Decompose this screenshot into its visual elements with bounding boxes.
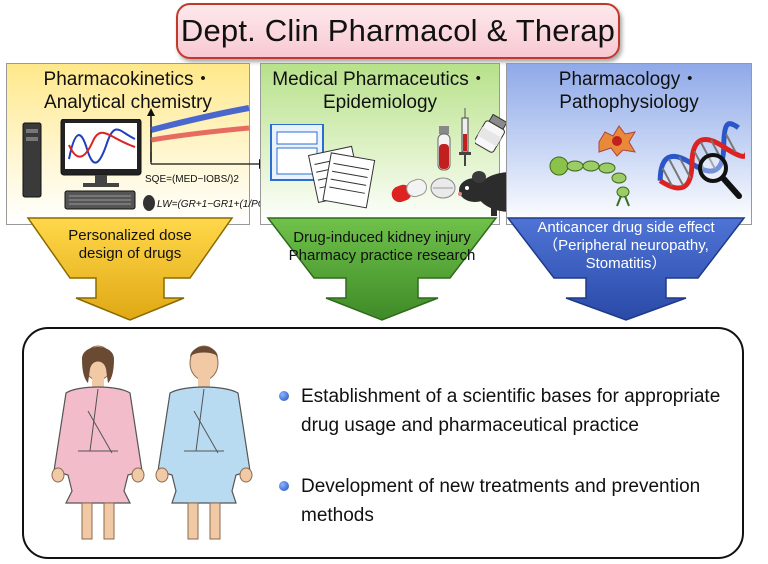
arrow-label-line: （Peripheral neuropathy, [543,237,709,254]
arrow-shape [506,217,746,321]
bullet-icon [279,391,289,401]
arrow-personalized-dose: Personalized dose design of drugs [24,216,236,322]
blood-tube-icon [437,126,451,171]
patient-male-icon [155,345,253,540]
outcome-line: drug usage and pharmaceutical practice [301,415,639,436]
magnifier-icon [698,153,742,199]
arrow-label-line: design of drugs [78,245,182,262]
arrow-label: Drug-induced kidney injury Pharmacy prac… [266,229,498,265]
outcome-line: Development of new treatments and preven… [301,476,701,497]
panel-heading: Pharmacokinetics・ Analytical chemistry [7,68,249,114]
arrow-label-line: Personalized dose [68,227,192,244]
heading-line: Pathophysiology [559,92,699,113]
bullet-icon [279,481,289,491]
page-title: Dept. Clin Pharmacol & Therap [180,13,616,48]
outcome-line: Establishment of a scientific bases for … [301,386,721,407]
heading-line: Pharmacology・ [558,69,700,90]
panel-heading: Medical Pharmaceutics・ Epidemiology [261,68,499,114]
formula-lw: LW=(GR+1−GR1+(1/POD)) [157,199,280,210]
title-banner: Dept. Clin Pharmacol & Therap [176,3,620,59]
heading-line: Analytical chemistry [44,92,212,113]
arrow-anticancer-side-effect: Anticancer drug side effect （Peripheral … [506,216,746,322]
outcomes-box: Establishment of a scientific bases for … [22,327,744,559]
arrow-label-line: Drug-induced kidney injury [293,229,471,246]
arrow-label-line: Pharmacy practice research [288,247,476,264]
patient-female-icon [51,345,145,540]
computer-icon [22,119,155,211]
outcome-line: methods [301,505,374,526]
heading-line: Epidemiology [322,92,438,113]
outcome-text: Development of new treatments and preven… [301,472,761,530]
list-item: Development of new treatments and preven… [279,472,761,530]
flow-arrow [150,152,269,169]
heading-line: Medical Pharmaceutics・ [272,69,488,90]
arrow-label: Anticancer drug side effect （Peripheral … [506,219,746,273]
arrow-shape [26,217,234,321]
arrow-label: Personalized dose design of drugs [24,227,236,263]
heading-line: Pharmacokinetics・ [43,69,213,90]
outcome-text: Establishment of a scientific bases for … [301,382,761,440]
medicine-bottle-icon [475,114,507,153]
formula-sqe: SQE=(MED−IOBS/)2 [145,174,239,185]
list-item: Establishment of a scientific bases for … [279,382,761,440]
panel-pharmacology: Pharmacology・ Pathophysiology [506,63,752,225]
documents-icon [270,124,376,209]
arrow-label-line: Stomatitis） [585,255,667,272]
panel-heading: Pharmacology・ Pathophysiology [507,68,751,114]
syringe-icon [459,108,471,166]
capsule-icon [391,177,456,203]
arrow-kidney-injury: Drug-induced kidney injury Pharmacy prac… [266,216,498,322]
neuron-icon [549,156,630,207]
arrow-label-line: Anticancer drug side effect [537,219,715,236]
panel-medical-pharmaceutics: Medical Pharmaceutics・ Epidemiology [260,63,555,225]
cell-icon [598,125,637,157]
arrow-shape [266,217,498,321]
panel-pharmacokinetics: Pharmacokinetics・ Analytical chemistry S… [6,63,279,225]
